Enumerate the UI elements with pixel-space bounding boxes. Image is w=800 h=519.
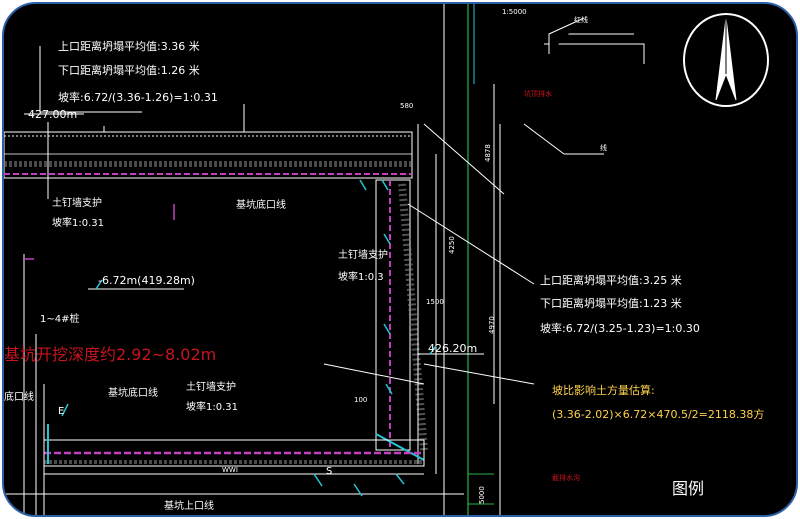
leader-lines: [24, 46, 484, 355]
base-line-bottom-label: 基坑底口线: [108, 386, 158, 399]
label-red-line: 红线: [574, 15, 588, 24]
right-slope-text: 坡率:6.72/(3.25-1.23)=1:0.30: [540, 321, 700, 335]
elevation-mid-label: -6.72m(419.28m): [98, 274, 195, 287]
piles-label: 1~4#桩: [40, 312, 79, 325]
top-left-upper-text: 上口距离坍塌平均值:3.36 米: [58, 39, 200, 53]
dim-580: 580: [400, 102, 413, 110]
top-left-slope-text: 坡率:6.72/(3.36-1.26)=1:0.31: [58, 90, 218, 104]
soil-nail-bottom-slope: 坡率1:0.31: [186, 400, 238, 413]
dim-4878: 4878: [484, 144, 492, 162]
top-wall-band: [4, 131, 413, 179]
left-boundary-lines: [23, 254, 49, 515]
red-label-lower: 截排水沟: [552, 473, 580, 482]
cad-drawing: 上口距离坍塌平均值:3.36 米 下口距离坍塌平均值:1.26 米 坡率:6.7…: [4, 4, 769, 515]
red-label-upper: 坑顶排水: [524, 89, 552, 98]
soil-nail-left-slope: 坡率1:0.31: [52, 216, 104, 229]
base-line-top-label: 基坑底口线: [236, 198, 286, 211]
construction-lines: [323, 4, 645, 515]
dim-wwi: WWI: [222, 466, 238, 474]
influence-label: 坡比影响土方量估算:: [552, 383, 655, 397]
dim-4250: 4250: [448, 236, 456, 254]
legend-label: 图例: [672, 479, 704, 498]
right-lower-text: 下口距离坍塌平均值:1.23 米: [540, 296, 682, 310]
top-line-bottom-label: 基坑上口线: [164, 499, 214, 512]
dim-top: 1:5000: [502, 8, 527, 16]
dim-100: 100: [354, 396, 367, 404]
right-upper-text: 上口距离坍塌平均值:3.25 米: [540, 273, 682, 287]
section-s-marker: S: [326, 466, 332, 477]
section-e-marker: E: [58, 406, 64, 417]
label-line: 线: [600, 143, 607, 152]
detail-markers: [61, 179, 405, 497]
top-left-lower-text: 下口距离坍塌平均值:1.26 米: [58, 63, 200, 77]
elevation-top-label: 427.00m: [28, 108, 77, 121]
soil-nail-bottom-label: 土钉墙支护: [186, 380, 236, 393]
north-arrow-icon: [683, 13, 769, 107]
right-wall-band: [375, 124, 437, 474]
soil-nail-mid-slope: 坡率1:0.3: [338, 270, 384, 283]
soil-nail-mid-label: 土钉墙支护: [338, 248, 388, 261]
influence-formula: (3.36-2.02)×6.72×470.5/2=2118.38方: [552, 407, 764, 421]
dim-4970: 4970: [488, 316, 496, 334]
depth-range-label: 基坑开挖深度约2.92~8.02m: [4, 345, 216, 364]
dim-1500: 1500: [426, 298, 444, 306]
elevation-right-label: 426.20m: [428, 342, 477, 355]
soil-nail-left-label: 土钉墙支护: [52, 196, 102, 209]
dim-5000: 5000: [478, 486, 486, 504]
bottom-line-left-label: 底口线: [4, 390, 34, 403]
